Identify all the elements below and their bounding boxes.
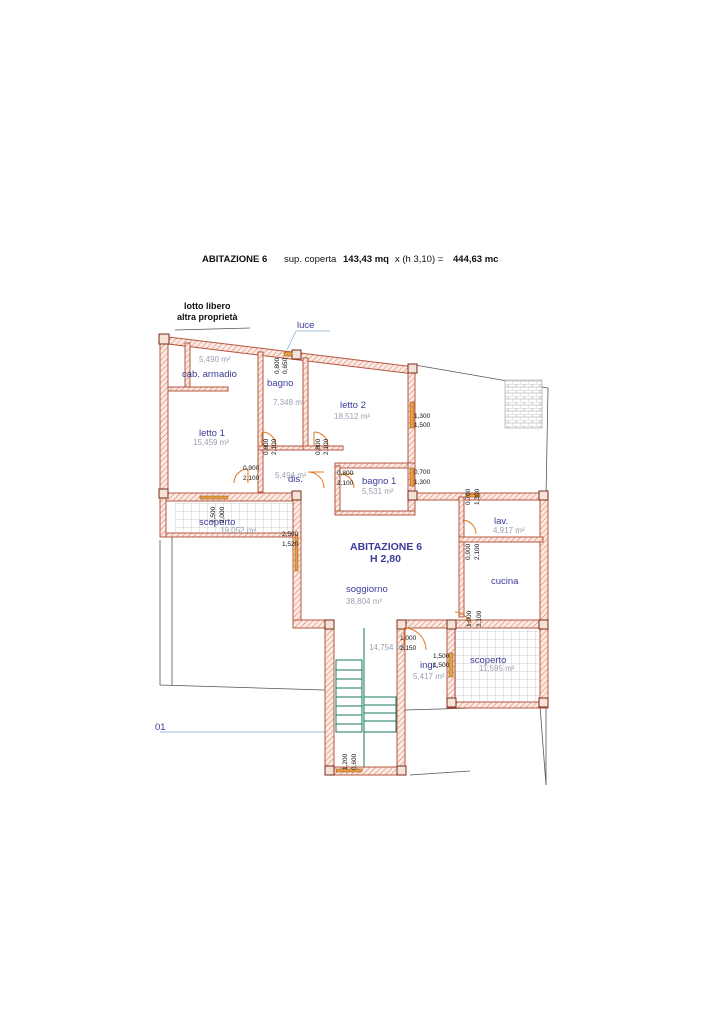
soggiorno-area: 38,804 m² [346, 597, 382, 606]
pillars [158, 333, 549, 776]
dim-lavwin-h: 1,300 [474, 488, 481, 505]
dim-entry-w: 1,000 [400, 635, 417, 642]
bagno-name: bagno [267, 378, 293, 389]
lav-name: lav. [494, 516, 508, 527]
dim-b1-h: 2,100 [337, 480, 354, 487]
dim-entry-h: 2,150 [400, 645, 417, 652]
light-leader [286, 330, 297, 351]
letto1-name: letto 1 [199, 428, 225, 439]
dimension-labels: 0,800 0,650 0,800 2,100 0,800 2,100 0,70… [210, 357, 483, 770]
dim-l1door-h: 2,000 [219, 506, 226, 523]
scoperto-right-tiles [455, 630, 539, 704]
dim-lavdoor-w: 0,900 [465, 543, 472, 560]
dim-cucdoor-h: 2,100 [476, 610, 483, 627]
dim-lavwin-w: 0,700 [465, 488, 472, 505]
dim-bagno-w: 0,800 [263, 438, 270, 455]
dim-ingwin-w: 1,500 [433, 653, 450, 660]
axis-label: 01 [155, 722, 166, 733]
dim-lavdoor-h: 2,100 [474, 543, 481, 560]
soggiorno-name: soggiorno [346, 584, 388, 595]
header-sup-value: 143,43 mq [343, 254, 389, 265]
cucina-name: cucina [491, 576, 519, 587]
ingr-area: 5,417 m² [413, 672, 445, 681]
stairs [335, 628, 397, 767]
dim-b1win-h: 1,300 [414, 479, 431, 486]
letto1-area: 15,459 m² [193, 438, 229, 447]
doors [233, 431, 477, 651]
dim-bagno-h: 2,100 [271, 438, 278, 455]
header-volume: 444,63 mc [453, 254, 498, 265]
neighbor-label-line2: altra proprietà [177, 312, 239, 322]
dim-letto2-h: 2,100 [323, 438, 330, 455]
light-label: luce [297, 320, 314, 331]
lav-area: 4,917 m² [493, 526, 525, 535]
cab-armadio-name: cab. armadio [182, 369, 237, 380]
unit-name: ABITAZIONE 6 [350, 541, 422, 553]
bagno1-name: bagno 1 [362, 476, 396, 487]
unit-height: H 2,80 [370, 553, 401, 565]
scoperto-right-area: 11,595 m² [479, 664, 515, 673]
dim-stairwin-h: 0,600 [351, 753, 358, 770]
neighbor-label-line1: lotto libero [184, 301, 231, 311]
bagno1-area: 5,531 m² [362, 487, 394, 496]
brick-texture [504, 379, 543, 429]
dim-winl2-h: 1,500 [414, 422, 431, 429]
header-title: ABITAZIONE 6 [202, 254, 267, 265]
dim-dis-h: 2,100 [243, 475, 260, 482]
ingr-name: ingr. [420, 660, 438, 671]
dis-area: 5,494 m² [275, 471, 307, 480]
letto2-name: letto 2 [340, 400, 366, 411]
scoperto-left-area: 19,052 m² [220, 526, 256, 535]
dim-luce-w: 0,800 [274, 357, 281, 374]
letto2-area: 18,512 m² [334, 412, 370, 421]
header-sup-label: sup. coperta [284, 254, 337, 265]
openings [199, 351, 481, 773]
neighbor-leader [174, 327, 251, 331]
dim-ingwin-h: 1,500 [433, 662, 450, 669]
dim-stairwin-w: 1,200 [342, 753, 349, 770]
dis-name: dis. [288, 474, 303, 485]
dim-b1-w: 0,800 [337, 470, 354, 477]
dim-letto2-w: 0,800 [315, 438, 322, 455]
dim-dis-w: 0,900 [243, 465, 260, 472]
cab-armadio-area: 5,490 m² [199, 355, 231, 364]
dim-winl2-w: 1,300 [414, 413, 431, 420]
dim-l1door-w: 1,500 [210, 506, 217, 523]
scoperto-right-name: scoperto [470, 655, 506, 666]
stair-area: 14,754 m² [369, 643, 405, 652]
dim-cucdoor-w: 1,000 [466, 610, 473, 627]
dim-sogwin-h: 1,520 [282, 541, 299, 548]
dim-luce-h: 0,650 [282, 357, 289, 374]
dim-sogwin-w: 2,500 [282, 531, 299, 538]
bagno-area: 7,348 m² [273, 398, 305, 407]
scoperto-left-name: scoperto [199, 517, 235, 528]
header: ABITAZIONE 6 sup. coperta 143,43 mq x (h… [202, 254, 498, 265]
scoperto-left-tiles [175, 503, 293, 535]
room-labels: 5,490 m² cab. armadio bagno 7,348 m² let… [182, 355, 525, 681]
header-formula: x (h 3,10) = [395, 254, 444, 265]
dim-b1win-w: 0,700 [414, 469, 431, 476]
